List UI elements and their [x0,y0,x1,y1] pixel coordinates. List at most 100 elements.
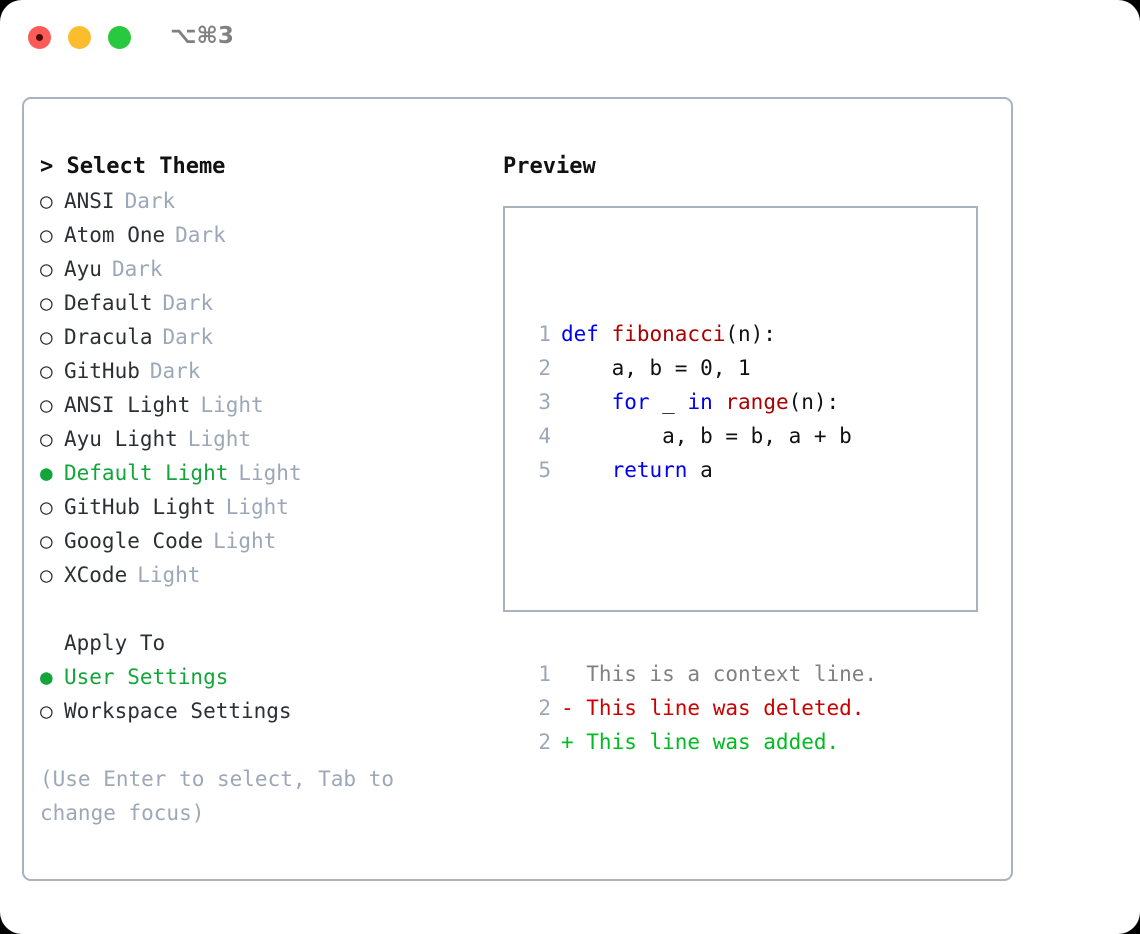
theme-option-label: XCode [64,563,128,587]
radio-unselected-icon[interactable]: ○ [40,495,53,519]
diff-line: 2 + This line was added. [523,725,877,759]
radio-unselected-icon[interactable]: ○ [40,291,53,315]
theme-option-label: ANSI Light [64,393,191,417]
diff-line-content: This is a context line. [561,662,878,686]
diff-line-content: - This line was deleted. [561,696,865,720]
code-token: (n): [725,322,776,346]
line-number: 1 [538,322,551,346]
theme-option-label: Default Light [64,461,229,485]
radio-selected-icon[interactable]: ● [40,461,53,485]
code-token: a [687,458,713,482]
line-number: 1 [538,662,551,686]
maximize-button[interactable] [108,26,131,49]
radio-unselected-icon[interactable]: ○ [40,529,53,553]
radio-unselected-icon[interactable]: ○ [40,359,53,383]
code-token: for [611,390,650,414]
code-token: range [725,390,789,414]
theme-option[interactable]: ○ ANSI Light Light [40,388,470,422]
code-diff-spacer [523,555,877,589]
code-token: fibonacci [611,322,726,346]
theme-option-variant: Light [200,393,264,417]
theme-option[interactable]: ○ Atom One Dark [40,218,470,252]
theme-option-variant: Dark [175,223,226,247]
radio-unselected-icon[interactable]: ○ [40,563,53,587]
apply-to-title: Apply To [64,631,166,655]
code-line-content: a, b = b, a + b [561,419,852,453]
theme-option[interactable]: ○ Ayu Light Light [40,422,470,456]
apply-to-option[interactable]: ○Workspace Settings [40,694,470,728]
theme-option-label: Ayu Light [64,427,178,451]
radio-unselected-icon[interactable]: ○ [40,223,53,247]
theme-option-label: Ayu [64,257,102,281]
apply-to-option-label: User Settings [64,665,229,689]
code-token [561,390,612,414]
theme-option-label: Google Code [64,529,204,553]
radio-unselected-icon[interactable]: ○ [40,393,53,417]
theme-option-variant: Dark [111,257,163,281]
theme-option-label: Dracula [64,325,153,349]
apply-to-option[interactable]: ● User Settings [40,660,470,694]
code-token: _ [649,390,688,414]
minimize-button[interactable] [68,26,91,49]
line-number: 2 [538,730,551,754]
theme-option[interactable]: ○ Ayu Dark [40,252,470,286]
select-theme-header: > Select Theme [40,154,226,179]
code-line: 3 for _ in range(n): [523,385,877,419]
line-number: 2 [538,696,551,720]
radio-unselected-icon[interactable]: ○ [40,325,53,349]
radio-unselected-icon[interactable]: ○ [40,699,53,723]
theme-option-variant: Light [187,427,252,451]
theme-option-label: GitHub Light [64,495,216,519]
code-token: (n): [788,390,840,414]
code-token: def [561,322,612,346]
theme-option[interactable]: ○ XCode Light [40,558,470,592]
radio-unselected-icon[interactable]: ○ [40,427,53,451]
line-number: 2 [538,356,551,380]
code-line: 2 a, b = 0, 1 [523,351,877,385]
window-controls [28,26,131,49]
theme-option-variant: Dark [162,325,214,349]
code-line: 5 return a [523,453,877,487]
radio-selected-icon[interactable]: ● [40,665,53,689]
theme-option[interactable]: ○ GitHub Light Light [40,490,470,524]
theme-option[interactable]: ○ Default Dark [40,286,470,320]
close-button[interactable] [28,26,51,49]
line-number: 5 [538,458,551,482]
code-token: in [687,390,726,414]
radio-unselected-icon[interactable]: ○ [40,257,53,281]
theme-option[interactable]: ● Default Light Light [40,456,470,490]
theme-option-variant: Dark [162,291,214,315]
theme-option-label: Atom One [64,223,166,247]
theme-option-variant: Dark [149,359,201,383]
code-line: 1 def fibonacci(n): [523,317,877,351]
theme-option-variant: Light [238,461,302,485]
theme-option-label: Default [64,291,153,315]
code-token: return [611,458,688,482]
diff-block: 1 This is a context line. 2 - This line wa… [523,657,877,759]
apply-to-section: Apply To ● User Settings ○Workspace Settin… [40,626,470,728]
theme-option-variant: Light [137,563,201,587]
diff-line-content: + This line was added. [561,730,840,754]
line-number: 4 [538,424,551,448]
code-token: a, b = 0, 1 [561,356,751,380]
code-line-content: for _ in range(n): [561,385,840,419]
theme-option-variant: Light [225,495,289,519]
theme-option[interactable]: ○ Dracula Dark [40,320,470,354]
code-line-content: return a [561,453,713,487]
radio-unselected-icon[interactable]: ○ [40,189,53,213]
line-number: 3 [538,390,551,414]
apply-to-list[interactable]: ● User Settings ○Workspace Settings [40,660,470,728]
code-line: 4 a, b = b, a + b [523,419,877,453]
